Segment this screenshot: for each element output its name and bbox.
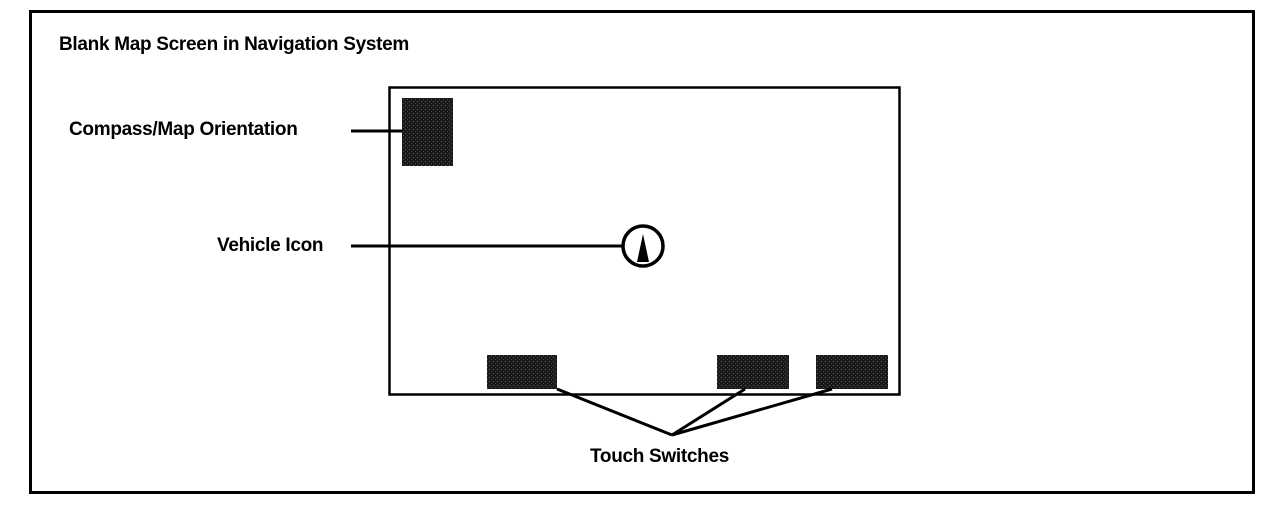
touch-leader-middle (671, 387, 746, 437)
vehicle-icon-label: Vehicle Icon (217, 235, 324, 256)
vehicle-icon (621, 224, 665, 268)
touch-leader-right (671, 387, 833, 437)
touch-switches-label: Touch Switches (590, 446, 730, 467)
compass-label: Compass/Map Orientation (69, 119, 298, 140)
touch-switch-left[interactable] (487, 355, 557, 389)
touch-leader-left (556, 387, 673, 437)
touch-switch-middle[interactable] (717, 355, 789, 389)
diagram-frame (29, 10, 1255, 494)
compass-icon (402, 98, 453, 166)
diagram-title: Blank Map Screen in Navigation System (59, 34, 410, 55)
touch-switch-right[interactable] (816, 355, 888, 389)
